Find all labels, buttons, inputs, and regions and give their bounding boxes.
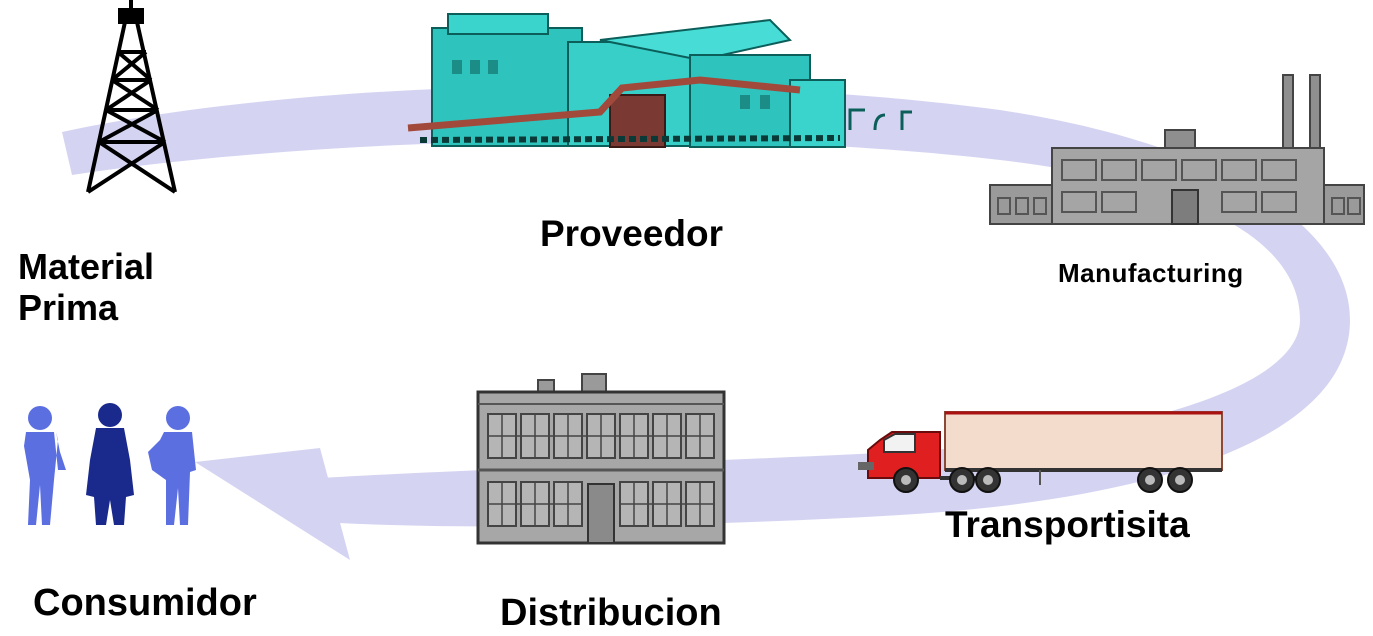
supplier-plant-icon [407, 13, 912, 148]
label-transportista: Transportisita [945, 504, 1190, 545]
factory-icon [989, 74, 1365, 225]
consumer-left-icon [24, 406, 66, 525]
consumer-right-icon [148, 406, 196, 525]
flow-arrow-band [62, 85, 1350, 527]
flow-arrow [62, 85, 1350, 560]
consumer-center-icon [86, 403, 134, 525]
oil-rig-icon [86, 0, 177, 194]
label-manufacturing: Manufacturing [1058, 258, 1244, 288]
label-material-line2: Prima [18, 287, 119, 329]
consumers-icon [24, 403, 196, 525]
label-material-prima: Material Prima [18, 246, 154, 329]
flow-arrow-head [195, 448, 350, 560]
label-proveedor: Proveedor [540, 213, 724, 254]
label-material-line1: Material [18, 246, 155, 287]
warehouse-icon [476, 373, 726, 545]
label-distribucion: Distribucion [500, 592, 722, 634]
label-consumidor: Consumidor [33, 582, 257, 624]
truck-icon [858, 411, 1223, 493]
